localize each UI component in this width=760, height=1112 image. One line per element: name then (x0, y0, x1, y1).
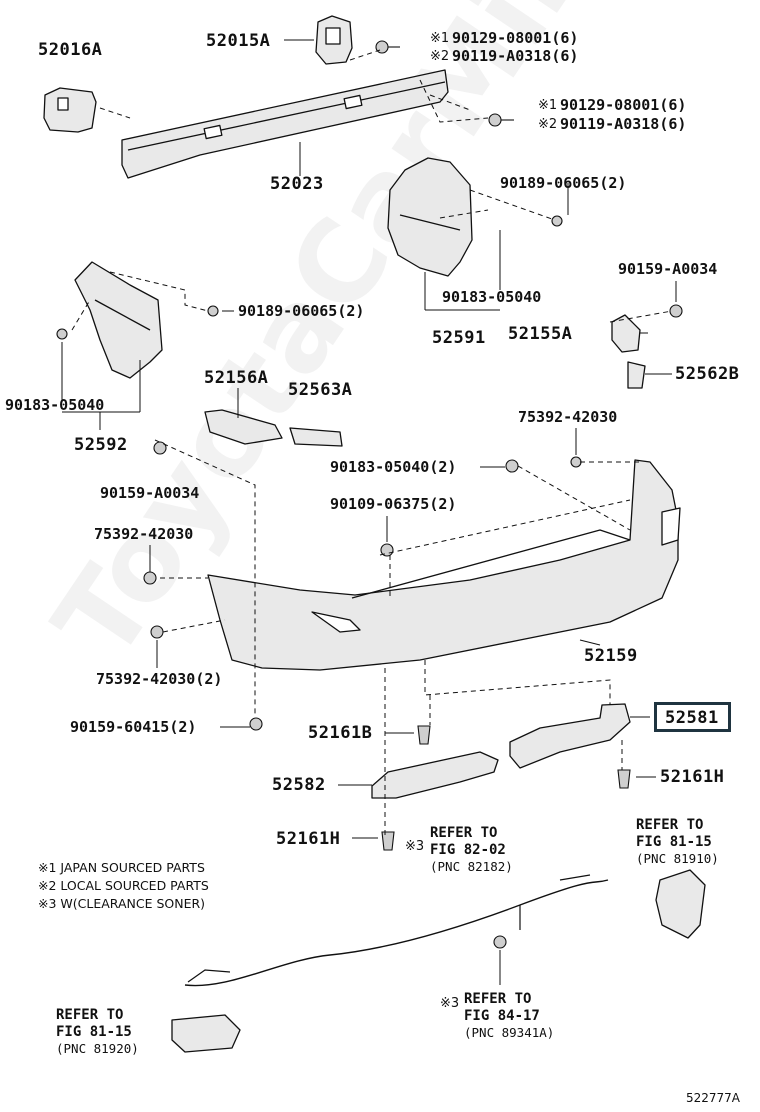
retainer-52563A-icon (289, 427, 343, 447)
part-label-90159-60415[interactable]: 90159-60415(2) (70, 718, 197, 736)
part-label-52023[interactable]: 52023 (270, 174, 324, 194)
ref-fig-82-02-pnc: (PNC 82182) (430, 859, 513, 874)
part-label-52156A[interactable]: 52156A (204, 368, 269, 388)
ref-fig-81-15-right-line1[interactable]: REFER TO (636, 817, 704, 833)
part-label-90189-06065-upper[interactable]: 90189-06065(2) (500, 174, 627, 192)
source-mark: ※3 (405, 839, 425, 854)
part-label-75392-42030-right[interactable]: 75392-42030 (518, 408, 618, 426)
source-mark: ※1 (430, 31, 450, 46)
reinforcement-52023-icon (121, 69, 449, 179)
bracket-52591-icon (387, 157, 473, 277)
part-label-90109-06375[interactable]: 90109-06375(2) (330, 495, 457, 513)
reflector-81920-icon (171, 1014, 241, 1053)
ref-fig-82-02-line2[interactable]: FIG 82-02 (430, 842, 506, 858)
part-label-52155A[interactable]: 52155A (508, 324, 573, 344)
ref-fig-81-15-left-line2[interactable]: FIG 81-15 (56, 1024, 132, 1040)
source-mark: ※2 (430, 49, 450, 64)
part-label-90189-06065-left[interactable]: 90189-06065(2) (238, 302, 365, 320)
ref-fig-84-17-line1[interactable]: REFER TO (464, 991, 532, 1007)
part-label-52161H-right[interactable]: 52161H (660, 767, 725, 787)
part-label-bolt-90119-right[interactable]: 90119-A0318(6) (560, 115, 687, 133)
ref-fig-82-02-line1[interactable]: REFER TO (430, 825, 498, 841)
retainer-52156A-icon (204, 409, 283, 445)
part-label-52562B[interactable]: 52562B (675, 364, 740, 384)
part-label-52582[interactable]: 52582 (272, 775, 326, 795)
ref-fig-81-15-right-pnc: (PNC 81910) (636, 851, 719, 866)
source-mark: ※1 (538, 98, 558, 113)
part-label-75392-42030-lower[interactable]: 75392-42030(2) (96, 670, 223, 688)
source-mark: ※3 (440, 996, 460, 1011)
part-label-90159-A0034-left[interactable]: 90159-A0034 (100, 484, 200, 502)
part-label-52015A[interactable]: 52015A (206, 31, 271, 51)
footnote-2: ※2 LOCAL SOURCED PARTS (38, 878, 209, 893)
part-label-52563A[interactable]: 52563A (288, 380, 353, 400)
footnote-3: ※3 W(CLEARANCE SONER) (38, 896, 206, 911)
part-label-bolt-90119-top[interactable]: 90119-A0318(6) (452, 47, 579, 65)
part-label-52161H-left[interactable]: 52161H (276, 829, 341, 849)
part-label-52161B[interactable]: 52161B (308, 723, 373, 743)
part-label-90183-05040-left[interactable]: 90183-05040 (5, 396, 105, 414)
cover-52581-icon (509, 703, 631, 769)
ref-fig-84-17-line2[interactable]: FIG 84-17 (464, 1008, 540, 1024)
spacer-52562B-icon (627, 361, 646, 389)
ref-fig-81-15-left-line1[interactable]: REFER TO (56, 1007, 124, 1023)
part-label-bolt-90129-right[interactable]: 90129-08001(6) (560, 96, 687, 114)
cover-52582-icon (371, 751, 499, 799)
part-label-90183-05040-center[interactable]: 90183-05040 (442, 288, 542, 306)
part-label-52592[interactable]: 52592 (74, 435, 128, 455)
ref-fig-81-15-left-pnc: (PNC 81920) (56, 1041, 139, 1056)
bumper-cover-52159-icon (207, 459, 679, 671)
part-label-52016A[interactable]: 52016A (38, 40, 103, 60)
selected-part-box[interactable]: 52581 (654, 702, 731, 732)
part-label-52159[interactable]: 52159 (584, 646, 638, 666)
part-label-52591[interactable]: 52591 (432, 328, 486, 348)
reflector-81910-icon (655, 869, 706, 939)
part-label-90159-A0034-right[interactable]: 90159-A0034 (618, 260, 718, 278)
diagram-code: 522777A (686, 1091, 741, 1105)
ref-fig-81-15-right-line2[interactable]: FIG 81-15 (636, 834, 712, 850)
ref-fig-84-17-pnc: (PNC 89341A) (464, 1025, 555, 1040)
part-label-bolt-90129-top[interactable]: 90129-08001(6) (452, 29, 579, 47)
part-label-90183-05040-lower[interactable]: 90183-05040(2) (330, 458, 457, 476)
bracket-52016A-icon (43, 87, 97, 133)
part-label-75392-42030-left[interactable]: 75392-42030 (94, 525, 194, 543)
part-label-52581[interactable]: 52581 (665, 708, 719, 728)
bracket-52592-icon (74, 261, 163, 379)
retainer-52155A-icon (611, 314, 641, 353)
footnote-1: ※1 JAPAN SOURCED PARTS (38, 860, 205, 875)
source-mark: ※2 (538, 117, 558, 132)
wiring-harness-icon (184, 879, 609, 987)
